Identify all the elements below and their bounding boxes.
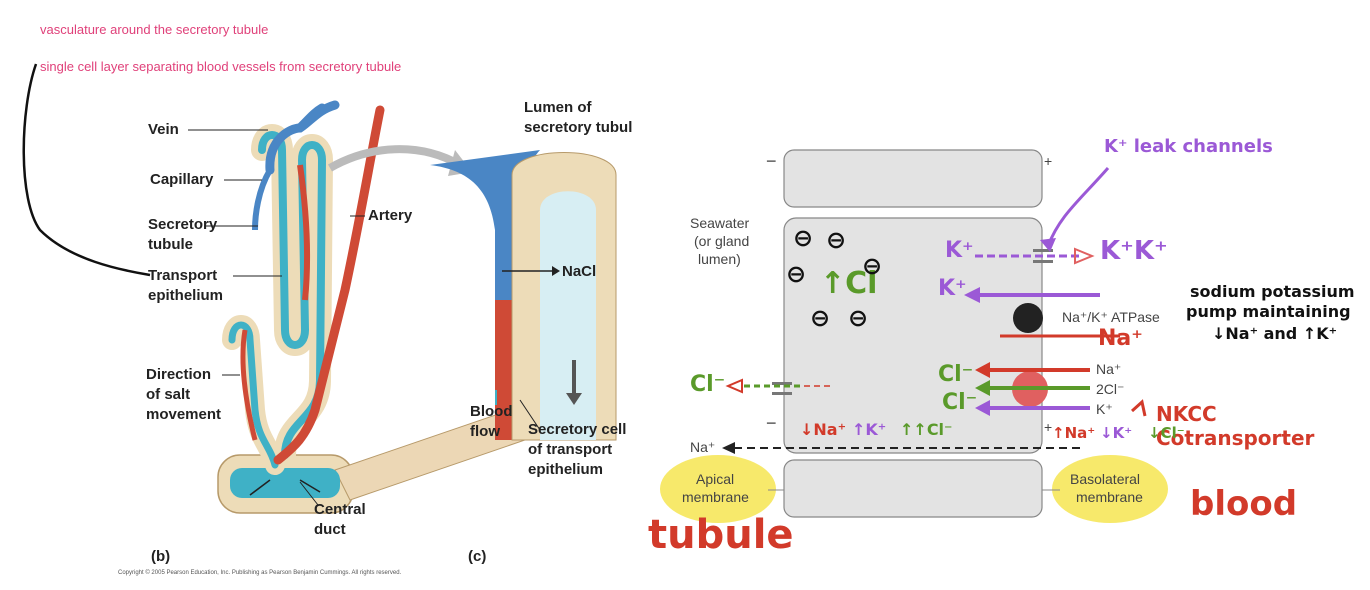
label-apical-2: membrane [682,489,749,505]
zoom-arrow [328,145,462,172]
annotation-bottom-right-na: ↑Na⁺ [1052,424,1096,442]
annotation-pump-3: ↓Na⁺ and ↑K⁺ [1212,324,1338,343]
label-k-small: K⁺ [1096,401,1113,417]
annotation-blood: blood [1190,484,1298,524]
label-apical-1: Apical [696,471,735,487]
label-secretory-cell-1: Secretory cell [528,421,627,438]
label-secretory-tubule-1: Secretory [148,216,218,233]
label-na-small: Na⁺ [1096,361,1122,377]
negative-ion-5: ⊖ [810,304,831,332]
annotation-na-red: Na⁺ [1098,326,1143,351]
label-central-1: Central [314,501,366,518]
label-seawater-1: Seawater [690,215,750,231]
annotation-k-left-2: K⁺ [938,276,967,301]
label-central-2: duct [314,521,346,538]
apical-highlight [660,455,776,523]
label-lumen-2: secretory tubul [524,119,633,136]
annotation-cl-green-3: Cl⁻ [942,390,978,415]
atpase-pump [1013,303,1043,333]
plus-top: + [1044,153,1053,169]
label-blood-flow-2: flow [470,423,500,440]
negative-ion-2: ⊖ [826,226,847,254]
label-direction-1: Direction [146,366,212,383]
label-seawater-3: lumen) [698,251,741,267]
label-nacl: NaCl [562,263,597,280]
annotation-cl-green-1: Cl⁻ [690,372,726,397]
annotation-k-right: K⁺K⁺ [1100,236,1168,266]
plus-bottom: + [1044,419,1053,435]
annotation-bottom-right-k: ↓K⁺ [1100,424,1133,442]
annotation-cl-big: ↑Cl [820,266,878,301]
label-capillary: Capillary [150,171,214,188]
label-direction-2: of salt [146,386,191,403]
cell-diagram [783,149,1043,518]
annotation-k-left-1: K⁺ [945,238,974,263]
label-na-leak: Na⁺ [690,439,716,455]
label-cl-small: 2Cl⁻ [1096,381,1125,397]
label-artery: Artery [368,207,413,224]
label-vein: Vein [148,121,179,138]
annotation-bottom-left-na: ↓Na⁺ [800,420,847,439]
artery [273,105,385,465]
label-transport-1: Transport [148,267,218,284]
label-direction-3: movement [146,406,222,423]
minus-bottom: − [766,413,777,433]
label-seawater-2: (or gland [694,233,750,249]
label-secretory-cell-2: of transport [528,441,613,458]
note-single-cell-layer: single cell layer separating blood vesse… [40,59,402,74]
label-secretory-cell-3: epithelium [528,461,604,478]
label-basolateral-1: Basolateral [1070,471,1141,487]
note-vasculature: vasculature around the secretory tubule [40,22,269,37]
label-blood-flow-1: Blood [470,403,513,420]
label-basolateral-2: membrane [1076,489,1143,505]
label-atpase: Na⁺/K⁺ ATPase [1062,309,1160,325]
annotation-pump-2: pump maintaining [1186,302,1351,321]
panel-c-label: (c) [468,548,487,565]
negative-ion-3: ⊖ [786,260,807,288]
annotation-tubule: tubule [648,512,794,558]
negative-ion-4: ⊖ [862,252,883,280]
annotation-k-leak: K⁺ leak channels [1104,136,1273,157]
label-secretory-tubule-2: tubule [148,236,193,253]
annotation-nkcc: NKCC Cotransporter [1156,402,1315,450]
label-transport-2: epithelium [148,287,224,304]
copyright: Copyright © 2005 Pearson Education, Inc.… [118,570,402,576]
annotation-pump-1: sodium potassium [1190,282,1355,301]
negative-ion-1: ⊖ [793,224,814,252]
annotation-curve [22,63,151,277]
annotation-bottom-right-cl: ↓Cl⁻ [1148,424,1185,442]
label-lumen-1: Lumen of [524,99,592,116]
basolateral-highlight [1052,455,1168,523]
minus-top: − [766,151,777,171]
vein [265,100,340,175]
panel-b-label: (b) [151,548,171,565]
negative-ion-6: ⊖ [848,304,869,332]
annotation-bottom-left-k: ↑K⁺ [852,420,887,439]
annotation-bottom-left-cl: ↑↑Cl⁻ [900,420,953,439]
annotation-cl-green-2: Cl⁻ [938,362,974,387]
k-leak-pointer [1046,167,1110,247]
